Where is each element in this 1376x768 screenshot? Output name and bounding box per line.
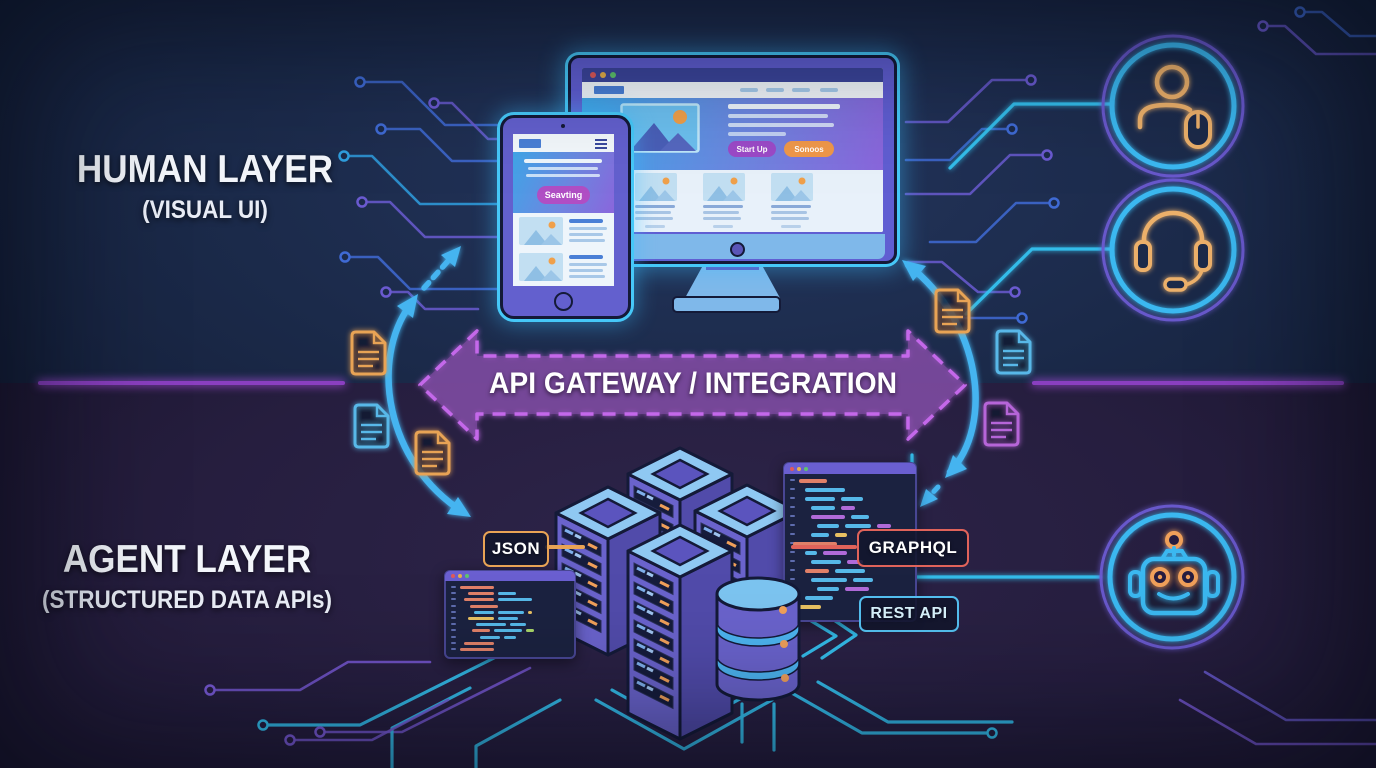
api-gateway-arrow bbox=[418, 329, 967, 441]
tablet-screen: Seavting bbox=[513, 134, 614, 286]
monitor-stand-accent bbox=[706, 261, 759, 270]
maximize-dot-icon[interactable] bbox=[804, 466, 808, 471]
card-image bbox=[519, 253, 563, 281]
minimize-dot-icon[interactable] bbox=[600, 72, 606, 78]
headset-icon bbox=[1101, 178, 1245, 322]
document-icon bbox=[414, 430, 451, 476]
left-arrowhead-down bbox=[447, 497, 471, 517]
close-dot-icon[interactable] bbox=[590, 72, 596, 78]
hamburger-menu-icon[interactable] bbox=[595, 139, 607, 141]
hero-primary-button[interactable]: Start Up bbox=[728, 141, 776, 157]
rest-api-label: REST API bbox=[859, 596, 959, 632]
left-dashed-arrowhead bbox=[441, 246, 461, 267]
nav-link[interactable] bbox=[740, 88, 758, 92]
divider-line-left bbox=[38, 381, 345, 385]
nav-link[interactable] bbox=[766, 88, 784, 92]
database-cylinder bbox=[715, 576, 801, 702]
code-lines bbox=[446, 582, 574, 657]
minimize-dot-icon[interactable] bbox=[458, 574, 462, 578]
flow-arrows bbox=[385, 246, 979, 517]
document-icon bbox=[353, 403, 390, 449]
maximize-dot-icon[interactable] bbox=[465, 574, 469, 578]
document-icon bbox=[350, 330, 387, 376]
monitor-base bbox=[672, 296, 781, 313]
user-with-mouse-icon bbox=[1101, 34, 1245, 178]
close-dot-icon[interactable] bbox=[451, 574, 455, 578]
document-icon bbox=[934, 288, 971, 334]
hero-secondary-button[interactable]: Sonoos bbox=[784, 141, 834, 157]
nav-link[interactable] bbox=[792, 88, 810, 92]
code-window-right bbox=[783, 462, 917, 622]
minimize-dot-icon[interactable] bbox=[797, 466, 801, 471]
code-window-left bbox=[444, 570, 576, 659]
card-image bbox=[771, 173, 813, 201]
maximize-dot-icon[interactable] bbox=[610, 72, 616, 78]
hero-text-line bbox=[728, 123, 834, 127]
nav-link[interactable] bbox=[820, 88, 838, 92]
document-icon bbox=[983, 401, 1020, 447]
site-logo bbox=[594, 86, 624, 94]
right-arrowhead-down bbox=[945, 455, 967, 478]
api-gateway-label: API GATEWAY / INTEGRATION bbox=[489, 367, 897, 400]
hero-section: Start Up Sonoos bbox=[582, 98, 883, 170]
hero-text-line bbox=[728, 114, 828, 118]
code-window-titlebar bbox=[784, 463, 916, 474]
json-connector-line bbox=[545, 545, 585, 549]
right-dashed-arrowhead bbox=[920, 489, 938, 507]
tablet-home-button[interactable] bbox=[554, 292, 573, 311]
human-layer-subtitle: (VISUAL UI) bbox=[142, 196, 268, 224]
browser-titlebar bbox=[582, 68, 883, 82]
code-window-titlebar bbox=[445, 571, 575, 581]
hero-headline bbox=[728, 104, 840, 109]
document-icons bbox=[350, 288, 1032, 476]
agent-layer-heading: AGENT LAYER (STRUCTURED DATA APIs) bbox=[22, 538, 352, 615]
robot-icon bbox=[1099, 504, 1245, 650]
tablet-navbar bbox=[513, 134, 614, 152]
left-flow-arc bbox=[385, 301, 467, 516]
document-icon bbox=[995, 329, 1032, 375]
graphql-label: GRAPHQL bbox=[857, 529, 969, 567]
tablet-hero-line bbox=[528, 167, 598, 170]
tablet-hero-button[interactable]: Seavting bbox=[537, 186, 590, 204]
tablet-hero-line bbox=[526, 174, 600, 177]
agent-layer-title: AGENT LAYER bbox=[62, 538, 312, 581]
hero-text-line bbox=[728, 132, 786, 136]
card-image bbox=[635, 173, 677, 201]
hero-image-placeholder bbox=[620, 103, 700, 153]
close-dot-icon[interactable] bbox=[790, 466, 794, 471]
agent-layer-subtitle: (STRUCTURED DATA APIs) bbox=[42, 586, 332, 614]
card-image bbox=[519, 217, 563, 245]
card-image bbox=[703, 173, 745, 201]
tablet-logo bbox=[519, 139, 541, 148]
tablet-camera bbox=[561, 124, 565, 128]
graphql-connector-line bbox=[791, 545, 857, 549]
human-layer-heading: HUMAN LAYER (VISUAL UI) bbox=[40, 148, 370, 225]
browser-navbar bbox=[582, 82, 883, 98]
human-layer-title: HUMAN LAYER bbox=[76, 148, 334, 191]
json-label: JSON bbox=[483, 531, 549, 567]
browser-window: Start Up Sonoos bbox=[582, 68, 883, 232]
monitor-camera bbox=[730, 242, 745, 257]
divider-line-right bbox=[1032, 381, 1344, 385]
tablet-device: Seavting bbox=[500, 115, 631, 319]
right-flow-arc bbox=[904, 261, 979, 476]
right-arrowhead-up bbox=[902, 260, 926, 281]
tablet-hero: Seavting bbox=[513, 152, 614, 213]
tablet-card-list bbox=[513, 213, 614, 286]
card-grid bbox=[582, 170, 883, 232]
tablet-hero-line bbox=[524, 159, 602, 163]
left-arrowhead-up bbox=[397, 294, 418, 318]
